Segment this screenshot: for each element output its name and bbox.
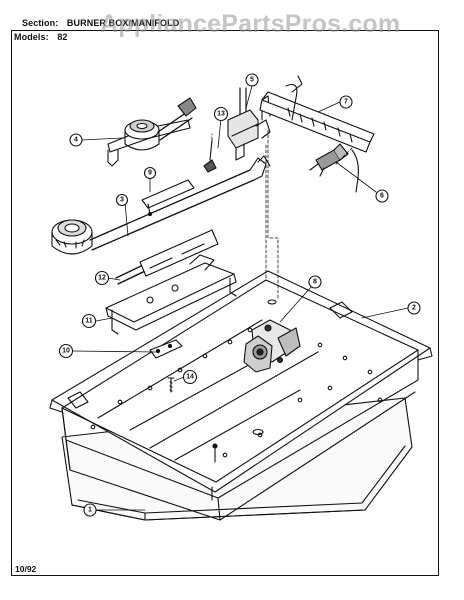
gas-valve-part	[227, 87, 271, 161]
callout-1-label: 1	[88, 507, 92, 514]
manifold-fitting-part	[309, 143, 349, 177]
fitting-part	[203, 139, 217, 173]
callout-5-label: 5	[250, 77, 254, 84]
models-value: 82	[57, 32, 68, 42]
callout-11-label: 11	[85, 318, 93, 325]
screw-part	[167, 377, 175, 393]
section-value: BURNER BOX/MANIFOLD	[66, 18, 180, 28]
valve-assembly-part	[243, 319, 301, 373]
callout-14: 14	[182, 369, 198, 385]
models-label: Models:	[14, 32, 49, 42]
burner-box-part	[49, 270, 433, 521]
section-label: Section:	[22, 18, 59, 28]
callout-1: 1	[83, 503, 97, 517]
burner-tube-rod-part	[115, 229, 219, 285]
callout-6-label: 6	[380, 193, 384, 200]
clip-plate-part	[149, 339, 183, 359]
callout-14-label: 14	[186, 374, 194, 381]
callout-13-label: 13	[217, 111, 225, 118]
diagram-frame	[11, 30, 439, 576]
callout-9-label: 9	[148, 170, 152, 177]
date-code: 10/92	[15, 564, 37, 574]
manifold-pipe-part	[259, 75, 375, 193]
callout-4-label: 4	[74, 137, 78, 144]
callout-3: 3	[115, 193, 129, 207]
callout-2-label: 2	[412, 305, 416, 312]
assembly-guide-lines	[211, 129, 353, 301]
bracket-strip-part	[141, 179, 195, 217]
callout-10-label: 10	[62, 348, 70, 355]
callout-8: 8	[308, 275, 322, 289]
callout-10: 10	[58, 343, 74, 359]
callout-4: 4	[69, 133, 83, 147]
watermark: AppliancePartsPros.com	[100, 10, 401, 38]
callout-11: 11	[81, 313, 97, 329]
callout-leaders	[72, 85, 409, 511]
burner-support-bracket-part	[105, 254, 237, 335]
callout-12-label: 12	[98, 275, 106, 282]
callout-5: 5	[245, 73, 259, 87]
lower-burner-part	[51, 155, 271, 255]
callout-2: 2	[407, 301, 421, 315]
models-header: Models: 82	[14, 32, 68, 42]
callout-3-label: 3	[120, 197, 124, 204]
callout-6: 6	[375, 189, 389, 203]
callout-13: 13	[213, 106, 229, 122]
upper-burner-part	[107, 97, 197, 167]
callout-9: 9	[143, 166, 157, 180]
callout-8-label: 8	[313, 279, 317, 286]
section-header: Section: BURNER BOX/MANIFOLD	[22, 18, 179, 28]
callout-7: 7	[339, 95, 353, 109]
callout-7-label: 7	[344, 99, 348, 106]
callout-12: 12	[94, 270, 110, 286]
